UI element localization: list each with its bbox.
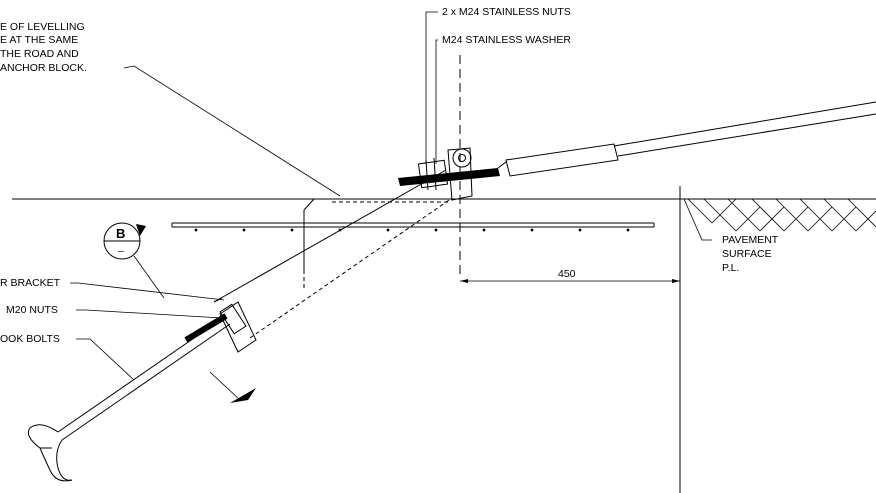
threaded-rod-upper bbox=[398, 147, 500, 201]
section-marker-b: B – bbox=[103, 222, 165, 299]
pavement-text: PAVEMENT bbox=[722, 234, 779, 246]
note-line-4: ANCHOR BLOCK. bbox=[0, 62, 87, 74]
hook-bolt bbox=[27, 313, 231, 482]
note-levelling: E OF LEVELLING E AT THE SAME THE ROAD AN… bbox=[0, 21, 341, 197]
anchor-plate-line-1 bbox=[213, 169, 447, 303]
anchor-block-outline bbox=[303, 198, 404, 211]
bracket-plate bbox=[219, 301, 257, 353]
m20-text: M20 NUTS bbox=[6, 304, 58, 316]
note-line-1: E OF LEVELLING bbox=[0, 21, 85, 33]
reinforcement-bar bbox=[171, 222, 655, 232]
label-nuts-top: 2 x M24 STAINLESS NUTS bbox=[425, 6, 571, 164]
label-hook-bolts: OOK BOLTS bbox=[0, 333, 135, 381]
anchor-plate-line-2 bbox=[249, 197, 453, 339]
pavement-hatch bbox=[680, 198, 876, 232]
view-arrow bbox=[230, 388, 256, 403]
section-letter: B bbox=[116, 226, 125, 241]
label-bracket: R BRACKET bbox=[0, 277, 225, 301]
surface-text: SURFACE bbox=[722, 248, 772, 260]
label-pavement: PAVEMENT SURFACE P.L. bbox=[683, 198, 779, 274]
note-line-2: E AT THE SAME bbox=[0, 34, 78, 46]
label-washer: M24 STAINLESS WASHER bbox=[435, 34, 571, 164]
cable bbox=[497, 101, 876, 177]
hook-bolts-text: OOK BOLTS bbox=[0, 333, 60, 345]
dimension-450: 450 bbox=[460, 268, 680, 283]
nuts-top-text: 2 x M24 STAINLESS NUTS bbox=[442, 6, 571, 18]
washer-text: M24 STAINLESS WASHER bbox=[442, 34, 571, 46]
label-m20: M20 NUTS bbox=[6, 304, 223, 319]
pl-text: P.L. bbox=[722, 262, 739, 274]
dimension-text: 450 bbox=[558, 268, 576, 280]
note-line-3: THE ROAD AND bbox=[0, 48, 79, 60]
bracket-text: R BRACKET bbox=[0, 277, 61, 289]
section-sub: – bbox=[118, 245, 124, 257]
